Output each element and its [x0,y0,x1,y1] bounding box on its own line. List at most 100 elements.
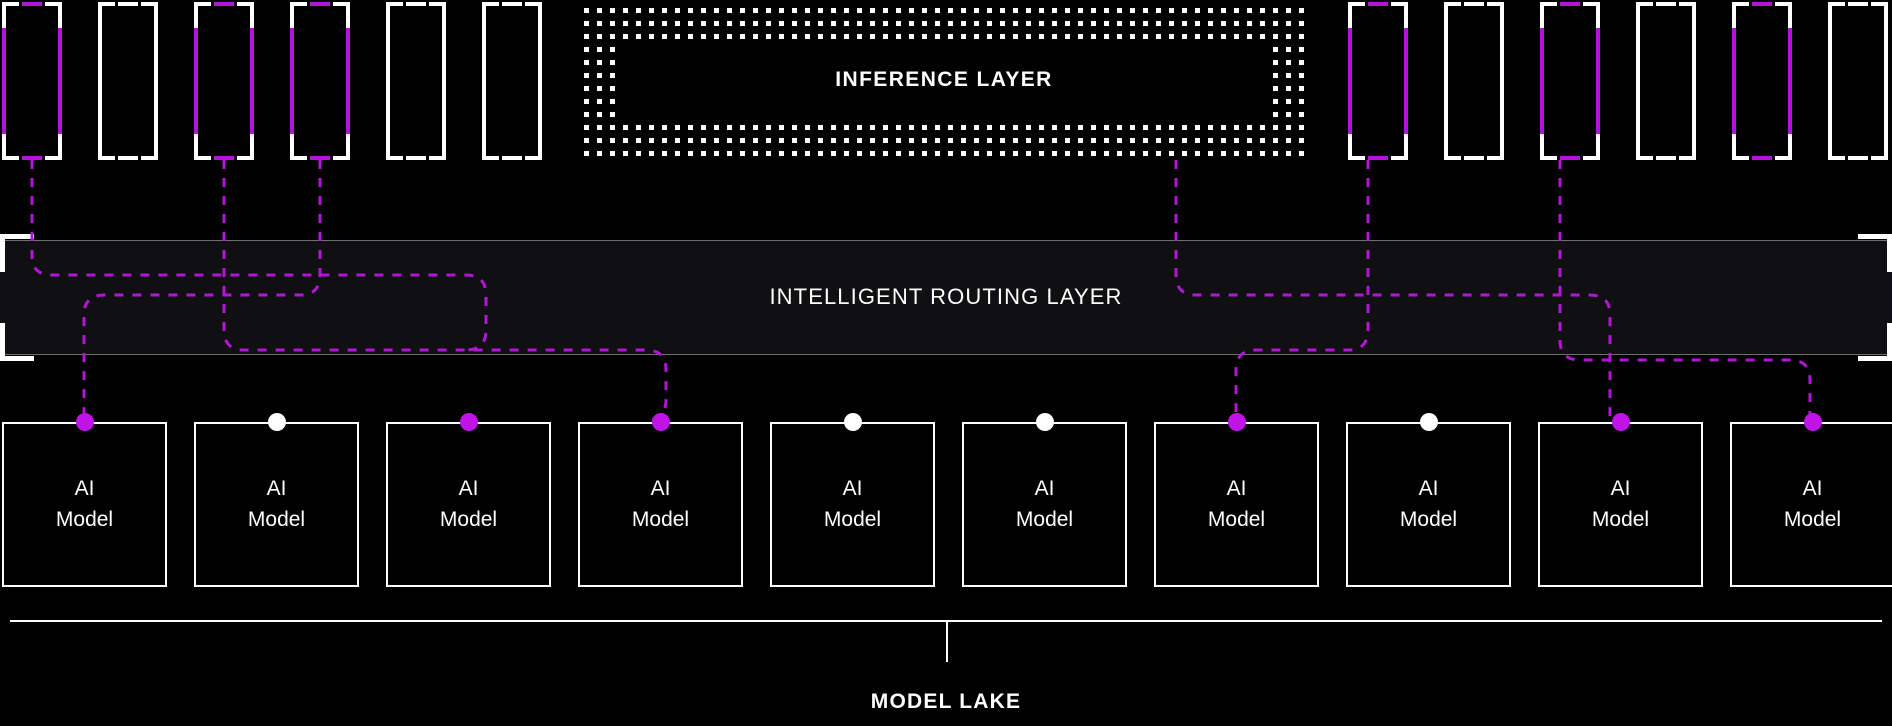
card-top-edge-right [525,2,542,6]
request-card-7[interactable] [1348,2,1408,160]
border-dot [792,138,797,143]
card-tab-bottom [1464,156,1484,160]
card-corner-tr [442,2,446,28]
border-dot [1286,138,1291,143]
card-side-right [538,28,542,134]
border-dot [1195,34,1200,39]
request-card-4[interactable] [290,2,350,160]
border-dot [1247,138,1252,143]
border-dot [1234,34,1239,39]
ai-model-connector-dot-8[interactable] [1419,413,1438,431]
request-card-3[interactable] [194,2,254,160]
card-bottom-edge-right [45,156,62,160]
card-bottom-edge-left [386,156,403,160]
card-bottom-edge-right [429,156,446,160]
border-dot [1286,8,1291,13]
request-card-11[interactable] [1732,2,1792,160]
border-dot [584,60,589,65]
border-dot [714,21,719,26]
card-corner-br [154,134,158,160]
ai-model-connector-dot-9[interactable] [1611,413,1630,431]
border-dot [1130,125,1135,130]
border-dot [1169,125,1174,130]
border-dot [1247,8,1252,13]
request-card-6[interactable] [482,2,542,160]
border-dot [584,34,589,39]
border-dot [961,8,966,13]
request-card-8[interactable] [1444,2,1504,160]
request-card-10[interactable] [1636,2,1696,160]
border-dot [1299,151,1304,156]
border-dot [1026,125,1031,130]
border-dot [1156,151,1161,156]
ai-model-connector-dot-1[interactable] [75,413,94,431]
ai-model-connector-dot-6[interactable] [1035,413,1054,431]
card-corner-tl [482,2,486,28]
request-card-5[interactable] [386,2,446,160]
request-card-12[interactable] [1828,2,1888,160]
border-dot [831,125,836,130]
request-card-2[interactable] [98,2,158,160]
card-bottom-edge-right [1775,156,1792,160]
card-corner-br [1788,134,1792,160]
border-dot [857,151,862,156]
border-dot [675,8,680,13]
border-dot [818,8,823,13]
card-tab-top [406,2,426,6]
border-dot [1000,8,1005,13]
ai-model-connector-dot-4[interactable] [651,413,670,431]
border-dot [1052,8,1057,13]
ai-model-connector-dot-3[interactable] [459,413,478,431]
border-dot [1299,86,1304,91]
card-corner-bl [1636,134,1640,160]
border-dot [1091,34,1096,39]
border-dot [1273,47,1278,52]
border-dot [1286,112,1291,117]
ai-model-connector-dot-2[interactable] [267,413,286,431]
ai-model-connector-dot-5[interactable] [843,413,862,431]
card-bottom-edge-right [1583,156,1600,160]
card-corner-bl [194,134,198,160]
border-dot [584,138,589,143]
border-dot [1065,125,1070,130]
border-dot [584,99,589,104]
card-tab-top [502,2,522,6]
border-dot [610,138,615,143]
request-card-1[interactable] [2,2,62,160]
ai-model-label-line1: AI [1610,477,1631,501]
ai-model-connector-dot-7[interactable] [1227,413,1246,431]
ai-model-label-line1: AI [458,477,479,501]
model-lake-tick [946,620,948,662]
card-top-edge-right [1583,2,1600,6]
border-dot [1286,21,1291,26]
border-dot [662,8,667,13]
request-card-9[interactable] [1540,2,1600,160]
card-tab-top [22,2,42,6]
border-dot [1143,34,1148,39]
border-dot [675,138,680,143]
card-side-right [442,28,446,134]
border-dot [1208,21,1213,26]
border-dot [1143,21,1148,26]
border-dot [1260,151,1265,156]
border-dot [896,8,901,13]
border-dot [805,125,810,130]
card-bottom-edge-right [525,156,542,160]
border-dot [1286,34,1291,39]
border-dot [1182,8,1187,13]
ai-model-connector-dot-10[interactable] [1803,413,1822,431]
border-dot [662,21,667,26]
card-bottom-edge-right [141,156,158,160]
border-dot [597,86,602,91]
border-dot [1182,138,1187,143]
